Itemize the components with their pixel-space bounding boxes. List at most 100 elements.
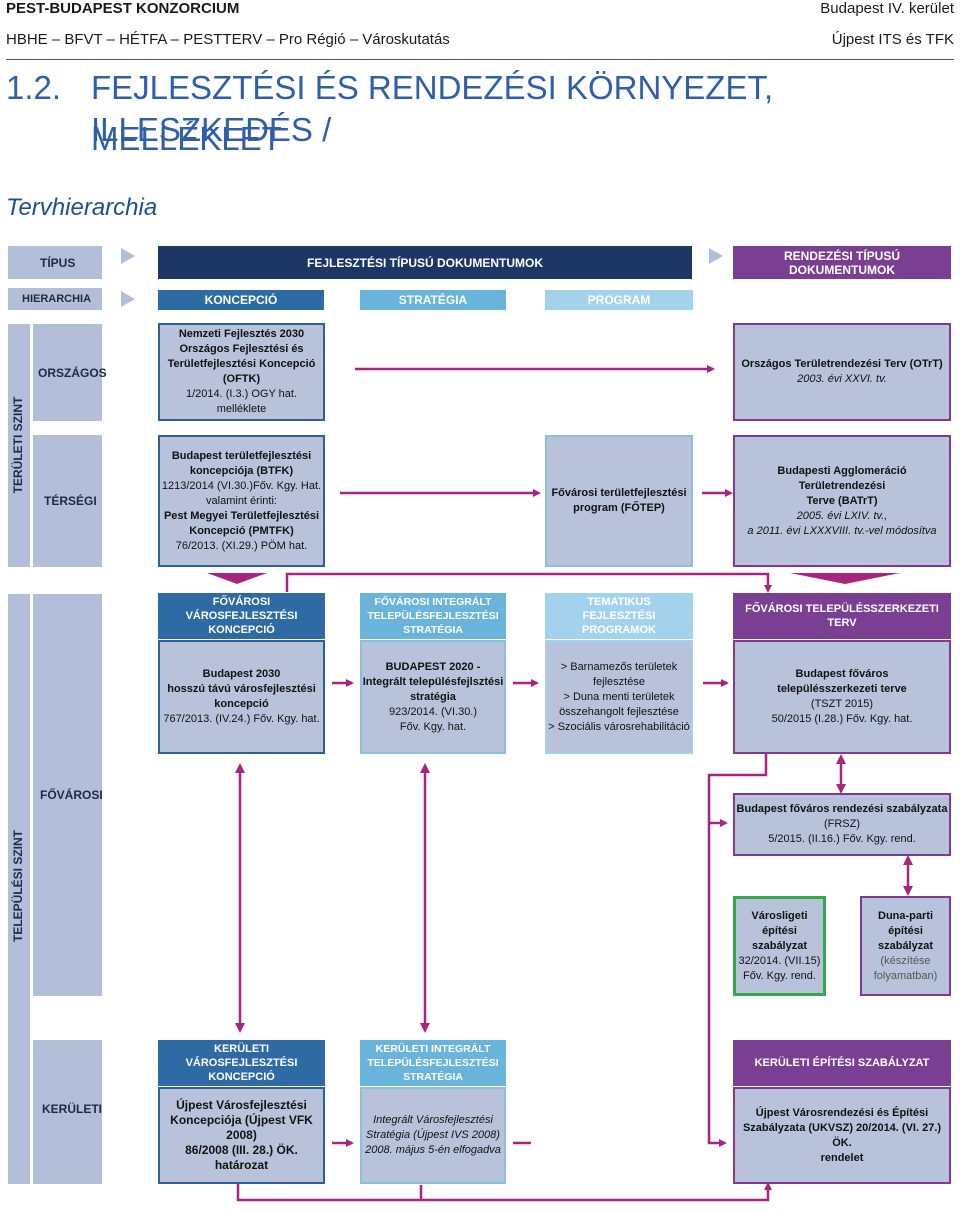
level-box-orszagos bbox=[33, 324, 102, 421]
tszt-line4: 50/2015 (I.28.) Főv. Kgy. hat. bbox=[771, 713, 913, 725]
bp2020-line4: 923/2014. (VI.30.) bbox=[388, 705, 478, 718]
bp2020-line1: BUDAPEST 2020 - bbox=[385, 660, 481, 673]
subsection-title: Tervhierarchia bbox=[6, 194, 158, 221]
arrow-rendezesi-icon bbox=[709, 248, 723, 264]
otrt-line1: Országos Területrendezési Terv (OTrT) bbox=[741, 358, 943, 370]
tszt-line2: településszerkezeti terve bbox=[777, 683, 907, 695]
bp2030-line4: 767/2013. (IV.24.) Főv. Kgy. hat. bbox=[163, 713, 320, 725]
batrt-box: Budapesti Agglomeráció Területrendezési … bbox=[733, 435, 951, 567]
ukvsz-line1: Újpest Városrendezési és Építési bbox=[755, 1106, 929, 1119]
down-triangle-left bbox=[207, 573, 267, 584]
varosliget-box: Városligeti építési szabályzat 32/2014. … bbox=[733, 896, 826, 996]
varosliget-line4: Főv. Kgy. rend. bbox=[743, 969, 816, 982]
hierarchy-program: PROGRAM bbox=[545, 290, 693, 310]
frsz-line1: Budapest főváros rendezési szabályzata bbox=[736, 803, 948, 815]
oftk-line4: (OFTK) bbox=[222, 373, 261, 385]
dunaparti-line3: (készítése bbox=[880, 954, 931, 967]
tematikus-line1: > Barnamezős területek bbox=[560, 660, 678, 673]
btfk-line3: 1213/2014 (VI.30.)Főv. Kgy. Hat. bbox=[161, 479, 322, 492]
section-title-line1: FEJLESZTÉSI ÉS RENDEZÉSI KÖRNYEZET, ILLE… bbox=[91, 69, 774, 148]
keruleti-szabalyzat-header: KERÜLETI ÉPÍTÉSI SZABÁLYZAT bbox=[733, 1040, 951, 1086]
keruleti-koncepcio-header: KERÜLETI VÁROSFEJLESZTÉSI KONCEPCIÓ bbox=[158, 1040, 325, 1086]
bp2020-line3: stratégia bbox=[410, 690, 456, 703]
level-box-keruleti bbox=[33, 1040, 102, 1184]
level-label-teruleti: TERÜLETI SZINT bbox=[11, 396, 25, 494]
keruleti-strategia-header: KERÜLETI INTEGRÁLT TELEPÜLÉSFEJLESZTÉSI … bbox=[360, 1040, 506, 1086]
oftk-box: Nemzeti Fejlesztés 2030 Országos Fejlesz… bbox=[158, 323, 325, 421]
btfk-line5: Pest Megyei Területfejlesztési bbox=[163, 509, 320, 522]
ujpest-ivs-line2: Stratégia (Újpest IVS 2008) bbox=[366, 1129, 500, 1141]
arrow-tipus-icon bbox=[121, 248, 135, 264]
level-label-tersegi: TÉRSÉGI bbox=[44, 494, 97, 508]
ujpest-ivs-line3: 2008. május 5-én elfogadva bbox=[365, 1144, 501, 1156]
bp2020-line5: Főv. Kgy. hat. bbox=[399, 720, 467, 733]
dunaparti-line1: Duna-parti építési bbox=[878, 909, 933, 937]
level-bar-telepulesi bbox=[8, 594, 30, 1184]
frsz-box: Budapest főváros rendezési szabályzata (… bbox=[733, 793, 951, 856]
header-divider bbox=[6, 59, 954, 60]
fotep-line1: Fővárosi területfejlesztési bbox=[551, 487, 687, 499]
level-label-fovarosi: FŐVÁROSI bbox=[40, 788, 103, 802]
ujpest-vfk-line1: Újpest Városfejlesztési bbox=[176, 1098, 307, 1112]
tematikus-programok-header: TEMATIKUS FEJLESZTÉSI PROGRAMOK bbox=[545, 593, 693, 639]
varosliget-line3: 32/2014. (VII.15) bbox=[738, 954, 821, 967]
bp2020-box: BUDAPEST 2020 - Integrált településfejls… bbox=[360, 640, 506, 754]
bp2030-line3: koncepció bbox=[214, 698, 269, 710]
tematikus-line4: összehangolt fejlesztése bbox=[559, 705, 679, 718]
bp2030-box: Budapest 2030 hosszú távú városfejleszté… bbox=[158, 640, 325, 754]
document-name: Újpest ITS és TFK bbox=[831, 31, 954, 48]
fovarosi-terv-header: FŐVÁROSI TELEPÜLÉSSZERKEZETI TERV bbox=[733, 593, 951, 639]
tszt-box: Budapest főváros településszerkezeti ter… bbox=[733, 640, 951, 754]
fovarosi-strategia-header: FŐVÁROSI INTEGRÁLT TELEPÜLÉSFEJLESZTÉSI … bbox=[360, 593, 506, 639]
fotep-box: Fővárosi területfejlesztési program (FŐT… bbox=[545, 435, 693, 567]
varosliget-line2: szabályzat bbox=[751, 939, 808, 952]
tszt-line1: Budapest főváros bbox=[795, 668, 889, 680]
ukvsz-line3: rendelet bbox=[820, 1151, 864, 1164]
row-label-tipus: TÍPUS bbox=[8, 246, 102, 279]
batrt-line3: 2005. évi LXIV. tv., bbox=[796, 509, 888, 522]
tematikus-line2: fejlesztése bbox=[593, 675, 645, 688]
level-label-keruleti: KERÜLETI bbox=[42, 1102, 102, 1116]
ujpest-vfk-line3: 86/2008 (III. 28.) ÖK. határozat bbox=[185, 1143, 298, 1172]
level-bar-teruleti bbox=[8, 324, 30, 567]
btfk-line6: Koncepció (PMTFK) bbox=[189, 524, 294, 537]
level-box-tersegi bbox=[33, 435, 102, 567]
tematikus-box: > Barnamezős területek fejlesztése > Dun… bbox=[545, 640, 693, 754]
dunaparti-box: Duna-parti építési szabályzat (készítése… bbox=[860, 896, 951, 996]
batrt-line4: a 2011. évi LXXXVIII. tv.-vel módosítva bbox=[747, 524, 937, 537]
down-triangle-right bbox=[790, 573, 900, 584]
btfk-line2: koncepciója (BTFK) bbox=[189, 464, 294, 477]
level-label-orszagos: ORSZÁGOS bbox=[38, 366, 107, 380]
org-name: PEST-BUDAPEST KONZORCIUM bbox=[6, 0, 240, 17]
batrt-line2: Terve (BATrT) bbox=[806, 494, 878, 507]
ukvsz-box: Újpest Városrendezési és Építési Szabály… bbox=[733, 1087, 951, 1184]
tematikus-line5: > Szociális városrehabilitáció bbox=[548, 720, 690, 733]
hierarchy-koncepcio: KONCEPCIÓ bbox=[158, 290, 324, 310]
btfk-line1: Budapest területfejlesztési bbox=[171, 449, 312, 462]
oftk-line1: Nemzeti Fejlesztés 2030 bbox=[178, 328, 305, 340]
district-name: Budapest IV. kerület bbox=[820, 0, 954, 17]
type-bar-fejlesztesi: FEJLESZTÉSI TÍPUSÚ DOKUMENTUMOK bbox=[158, 246, 692, 279]
hierarchy-strategia: STRATÉGIA bbox=[360, 290, 506, 310]
bp2030-line1: Budapest 2030 bbox=[202, 668, 281, 680]
ujpest-vfk-box: Újpest Városfejlesztési Koncepciója (Újp… bbox=[158, 1087, 325, 1184]
batrt-line1: Budapesti Agglomeráció Területrendezési bbox=[777, 464, 907, 492]
otrt-line2: 2003. évi XXVI. tv. bbox=[797, 373, 887, 385]
row-label-hierarchia: HIERARCHIA bbox=[8, 288, 102, 310]
partners-line: HBHE – BFVT – HÉTFA – PESTTERV – Pro Rég… bbox=[6, 31, 450, 48]
arrow-hierarchia-icon bbox=[121, 291, 135, 307]
varosliget-line1: Városligeti építési bbox=[751, 909, 808, 937]
dunaparti-line2: szabályzat bbox=[877, 939, 934, 952]
ujpest-vfk-line2: Koncepciója (Újpest VFK 2008) bbox=[170, 1113, 313, 1142]
fotep-line2: program (FŐTEP) bbox=[573, 502, 665, 514]
level-box-fovarosi bbox=[33, 594, 102, 996]
oftk-line2: Országos Fejlesztési és bbox=[179, 343, 304, 355]
bp2030-line2: hosszú távú városfejlesztési bbox=[167, 683, 316, 695]
btfk-box: Budapest területfejlesztési koncepciója … bbox=[158, 435, 325, 567]
bp2020-line2: Integrált településfejlsztési bbox=[362, 675, 504, 688]
dunaparti-line4: folyamatban) bbox=[873, 969, 938, 982]
otrt-box: Országos Területrendezési Terv (OTrT) 20… bbox=[733, 323, 951, 421]
ujpest-ivs-line1: Integrált Városfejlesztési bbox=[373, 1114, 493, 1126]
section-number: 1.2. bbox=[6, 69, 62, 106]
btfk-line4: valamint érinti: bbox=[206, 494, 277, 507]
